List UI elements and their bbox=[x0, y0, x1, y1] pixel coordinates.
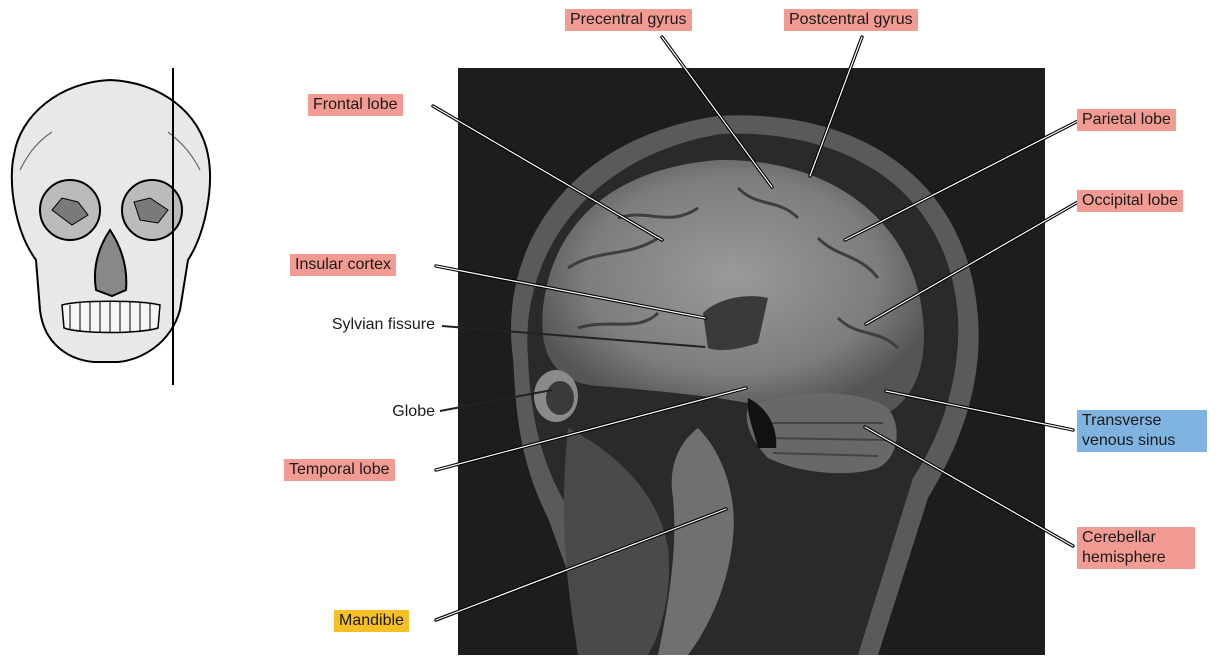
label-frontal-lobe: Frontal lobe bbox=[308, 94, 403, 116]
temporal-lobe-leader bbox=[436, 388, 746, 470]
label-transverse-venous-sinus: Transverse venous sinus bbox=[1077, 410, 1207, 452]
label-precentral-gyrus: Precentral gyrus bbox=[565, 9, 692, 31]
label-postcentral-gyrus: Postcentral gyrus bbox=[784, 9, 918, 31]
sylvian-fissure-leader bbox=[442, 326, 705, 347]
label-insular-cortex: Insular cortex bbox=[290, 254, 396, 276]
insular-cortex-leader bbox=[436, 266, 705, 318]
frontal-lobe-leader bbox=[433, 106, 662, 240]
label-occipital-lobe: Occipital lobe bbox=[1077, 190, 1183, 212]
occipital-lobe-leader bbox=[866, 202, 1078, 324]
label-sylvian-fissure: Sylvian fissure bbox=[286, 314, 440, 336]
postcentral-gyrus-leader bbox=[810, 37, 862, 176]
label-cerebellar-hemisphere: Cerebellar hemisphere bbox=[1077, 527, 1195, 569]
label-parietal-lobe: Parietal lobe bbox=[1077, 109, 1176, 131]
cerebellar-hemisphere-leader bbox=[865, 427, 1073, 546]
transverse-venous-sinus-leader bbox=[886, 391, 1073, 430]
precentral-gyrus-leader bbox=[662, 37, 772, 187]
label-temporal-lobe: Temporal lobe bbox=[284, 459, 395, 481]
label-globe: Globe bbox=[355, 401, 440, 423]
mandible-leader bbox=[436, 509, 726, 620]
label-mandible: Mandible bbox=[334, 610, 409, 632]
globe-leader bbox=[440, 390, 552, 411]
